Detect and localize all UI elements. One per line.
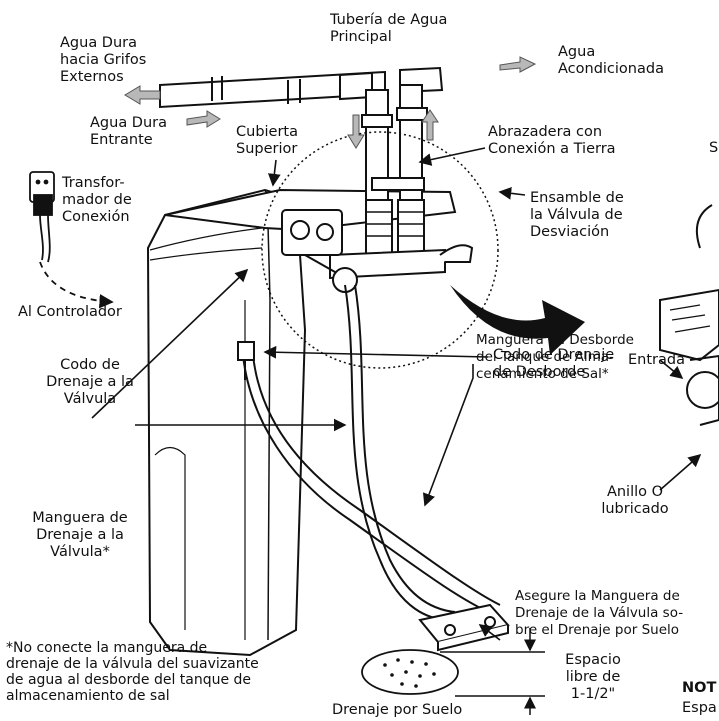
- label-floor-drain: Drenaje por Suelo: [332, 702, 462, 719]
- overflow-elbow: [238, 342, 254, 360]
- label-ground-clamp: Abrazadera con Conexión a Tierra: [488, 124, 616, 158]
- footnote: *No conecte la manguera de drenaje de la…: [6, 640, 259, 704]
- softener-cabinet: [148, 190, 305, 655]
- label-main-pipe: Tubería de Agua Principal: [330, 12, 447, 46]
- label-valve-drain-hose: Manguera de Drenaje a la Válvula*: [10, 510, 150, 561]
- label-bypass-valve: Ensamble de la Válvula de Desviación: [530, 190, 624, 241]
- label-inlet: Entrada: [628, 352, 685, 369]
- label-valve-drain-elbow: Codo de Drenaje a la Válvula: [20, 357, 160, 408]
- label-air-gap: Espacio libre de 1-1/2": [548, 652, 638, 703]
- label-o-ring: Anillo O lubricado: [590, 484, 680, 518]
- note-partial-2: Espa: [682, 700, 717, 717]
- label-secure-hose: Asegure la Manguera de Drenaje de la Vál…: [515, 588, 683, 639]
- note-partial: NOT: [682, 680, 716, 697]
- label-salt-tank-overflow-hose: Manguera de Desborde del Tanque de Alma-…: [476, 332, 634, 383]
- label-to-controller: Al Controlador: [18, 304, 122, 321]
- top-right-partial: S: [709, 140, 718, 157]
- floor-drain: [362, 650, 458, 694]
- detail-partial-right: [660, 205, 719, 425]
- label-conditioned-water: Agua Acondicionada: [558, 44, 664, 78]
- drain-block: [420, 605, 508, 650]
- label-top-cover: Cubierta Superior: [236, 124, 298, 158]
- label-hard-water-external: Agua Dura hacia Grifos Externos: [60, 35, 146, 86]
- label-hard-water-incoming: Agua Dura Entrante: [90, 115, 167, 149]
- label-transformer: Transfor- mador de Conexión: [62, 175, 132, 226]
